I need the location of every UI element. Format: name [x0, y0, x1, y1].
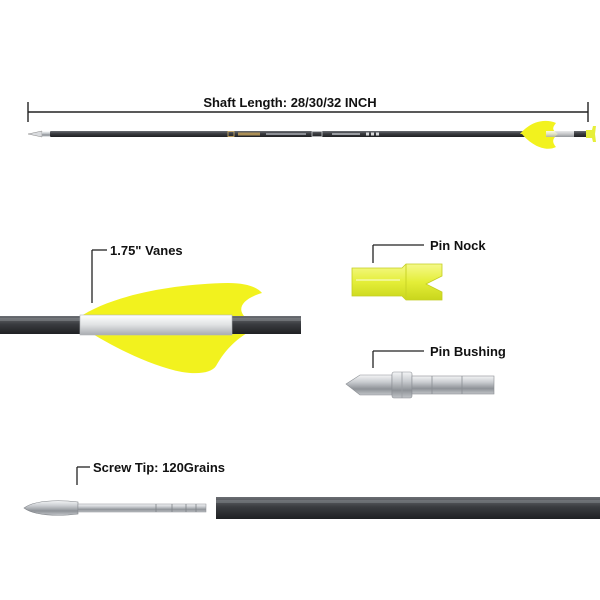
vanes-label: 1.75" Vanes — [110, 243, 183, 258]
vanes-callout: 1.75" Vanes — [91, 243, 183, 303]
pin-nock-label: Pin Nock — [430, 238, 486, 253]
pin-nock-callout: Pin Nock — [372, 238, 486, 263]
screw-tip-callout: Screw Tip: 120Grains — [76, 460, 225, 485]
pin-bushing-label: Pin Bushing — [430, 344, 506, 359]
shaft-length-dimension: Shaft Length: 28/30/32 INCH — [27, 95, 589, 122]
pin-bushing-callout: Pin Bushing — [372, 344, 506, 368]
vane-closeup-icon — [0, 283, 301, 374]
bare-shaft-icon — [216, 497, 600, 519]
screw-tip-label: Screw Tip: 120Grains — [93, 460, 225, 475]
pin-bushing-icon — [345, 371, 495, 399]
full-arrow-icon — [27, 120, 596, 149]
pin-nock-icon — [351, 263, 443, 301]
screw-tip-icon — [23, 500, 207, 516]
shaft-length-label: Shaft Length: 28/30/32 INCH — [203, 95, 376, 110]
